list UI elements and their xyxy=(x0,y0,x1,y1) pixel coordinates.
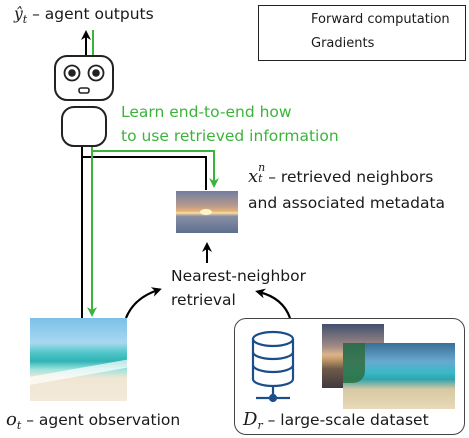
robot-icon xyxy=(54,55,114,147)
output-text: – agent outputs xyxy=(27,5,154,23)
output-subscript: t xyxy=(22,13,28,27)
retrieved-subscript: t xyxy=(258,171,263,185)
legend-forward-label: Forward computation xyxy=(311,12,450,27)
retrieved-line2: and associated metadata xyxy=(248,194,446,212)
retrieved-variable: x xyxy=(248,166,259,187)
dataset-box: Dr – large-scale dataset xyxy=(234,318,465,435)
observation-text: – agent observation xyxy=(21,411,181,429)
retrieved-sunset-photo xyxy=(176,191,238,233)
retrieval-label: Nearest-neighbor retrieval xyxy=(171,264,306,312)
database-icon xyxy=(251,330,295,403)
observation-label: ot – agent observation xyxy=(6,409,181,433)
dataset-to-retrieval-arrow xyxy=(255,288,292,319)
gradient-to-retrieved-arrow xyxy=(92,150,219,188)
observation-variable: o xyxy=(6,409,17,430)
dataset-label: Dr – large-scale dataset xyxy=(243,409,429,433)
learn-note-line1: Learn end-to-end how xyxy=(121,103,292,121)
dataset-text: – large-scale dataset xyxy=(262,411,429,429)
retrieved-to-robot-line xyxy=(82,156,207,190)
retrieval-line1: Nearest-neighbor xyxy=(171,267,306,285)
agent-outputs-label: ŷt – agent outputs xyxy=(14,5,154,27)
legend: Forward computation Gradients xyxy=(258,5,466,61)
dataset-beach-photo xyxy=(343,343,455,409)
retrieved-line1: – retrieved neighbors xyxy=(268,168,434,186)
observation-to-retrieval-arrow xyxy=(124,287,162,319)
learn-note-line2: to use retrieved information xyxy=(121,127,339,145)
dataset-variable: D xyxy=(243,409,258,430)
observation-subscript: t xyxy=(16,419,22,433)
output-variable: ŷ xyxy=(14,5,23,23)
retrieval-line2: retrieval xyxy=(171,291,236,309)
observation-beach-photo xyxy=(30,318,127,401)
retrieved-superscript: n xyxy=(258,160,266,174)
legend-gradients-label: Gradients xyxy=(311,36,375,51)
learn-note: Learn end-to-end how to use retrieved in… xyxy=(121,100,339,148)
dataset-subscript: r xyxy=(257,419,263,433)
